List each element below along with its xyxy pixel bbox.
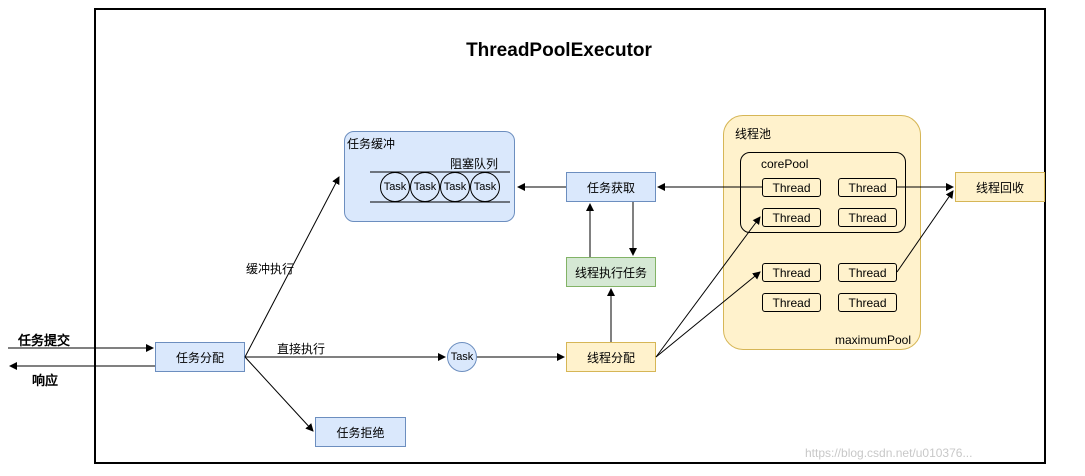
diagram-frame (94, 8, 1046, 464)
thread-dispatch-box: 线程分配 (566, 342, 656, 372)
core-thread-4: Thread (838, 208, 897, 227)
task-buffer-label: 任务缓冲 (347, 137, 396, 151)
thread-recycle-box: 线程回收 (955, 172, 1045, 202)
core-pool-region (740, 152, 906, 233)
core-pool-label: corePool (761, 157, 809, 171)
max-thread-2: Thread (838, 263, 897, 282)
watermark: https://blog.csdn.net/u010376... (805, 446, 973, 460)
max-thread-4: Thread (838, 293, 897, 312)
task-node: Task (447, 342, 477, 372)
reject-arrow (244, 356, 314, 432)
max-thread-recycle-arrow (896, 190, 954, 273)
dispatch-to-core-thread-arrow (655, 216, 761, 358)
respond-label: 响应 (32, 373, 59, 388)
max-thread-1: Thread (762, 263, 821, 282)
task-reject-box: 任务拒绝 (315, 417, 406, 447)
queue-task-1: Task (380, 172, 410, 202)
queue-task-4: Task (470, 172, 500, 202)
max-thread-3: Thread (762, 293, 821, 312)
direct-execute-label: 直接执行 (277, 342, 326, 356)
core-thread-1: Thread (762, 178, 821, 197)
core-thread-3: Thread (762, 208, 821, 227)
dispatch-to-max-thread-arrow (655, 271, 761, 358)
thread-execute-box: 线程执行任务 (566, 257, 656, 287)
core-thread-2: Thread (838, 178, 897, 197)
submit-label: 任务提交 (18, 333, 71, 348)
maximum-pool-label: maximumPool (835, 333, 912, 347)
buffer-execute-label: 缓冲执行 (246, 262, 295, 276)
thread-pool-label: 线程池 (735, 127, 772, 141)
buffer-execute-arrow (244, 176, 340, 358)
task-dispatch-box: 任务分配 (155, 342, 245, 372)
blocking-queue-label: 阻塞队列 (450, 157, 499, 171)
task-fetch-box: 任务获取 (566, 172, 656, 202)
queue-task-3: Task (440, 172, 470, 202)
diagram-title: ThreadPoolExecutor (466, 40, 652, 61)
